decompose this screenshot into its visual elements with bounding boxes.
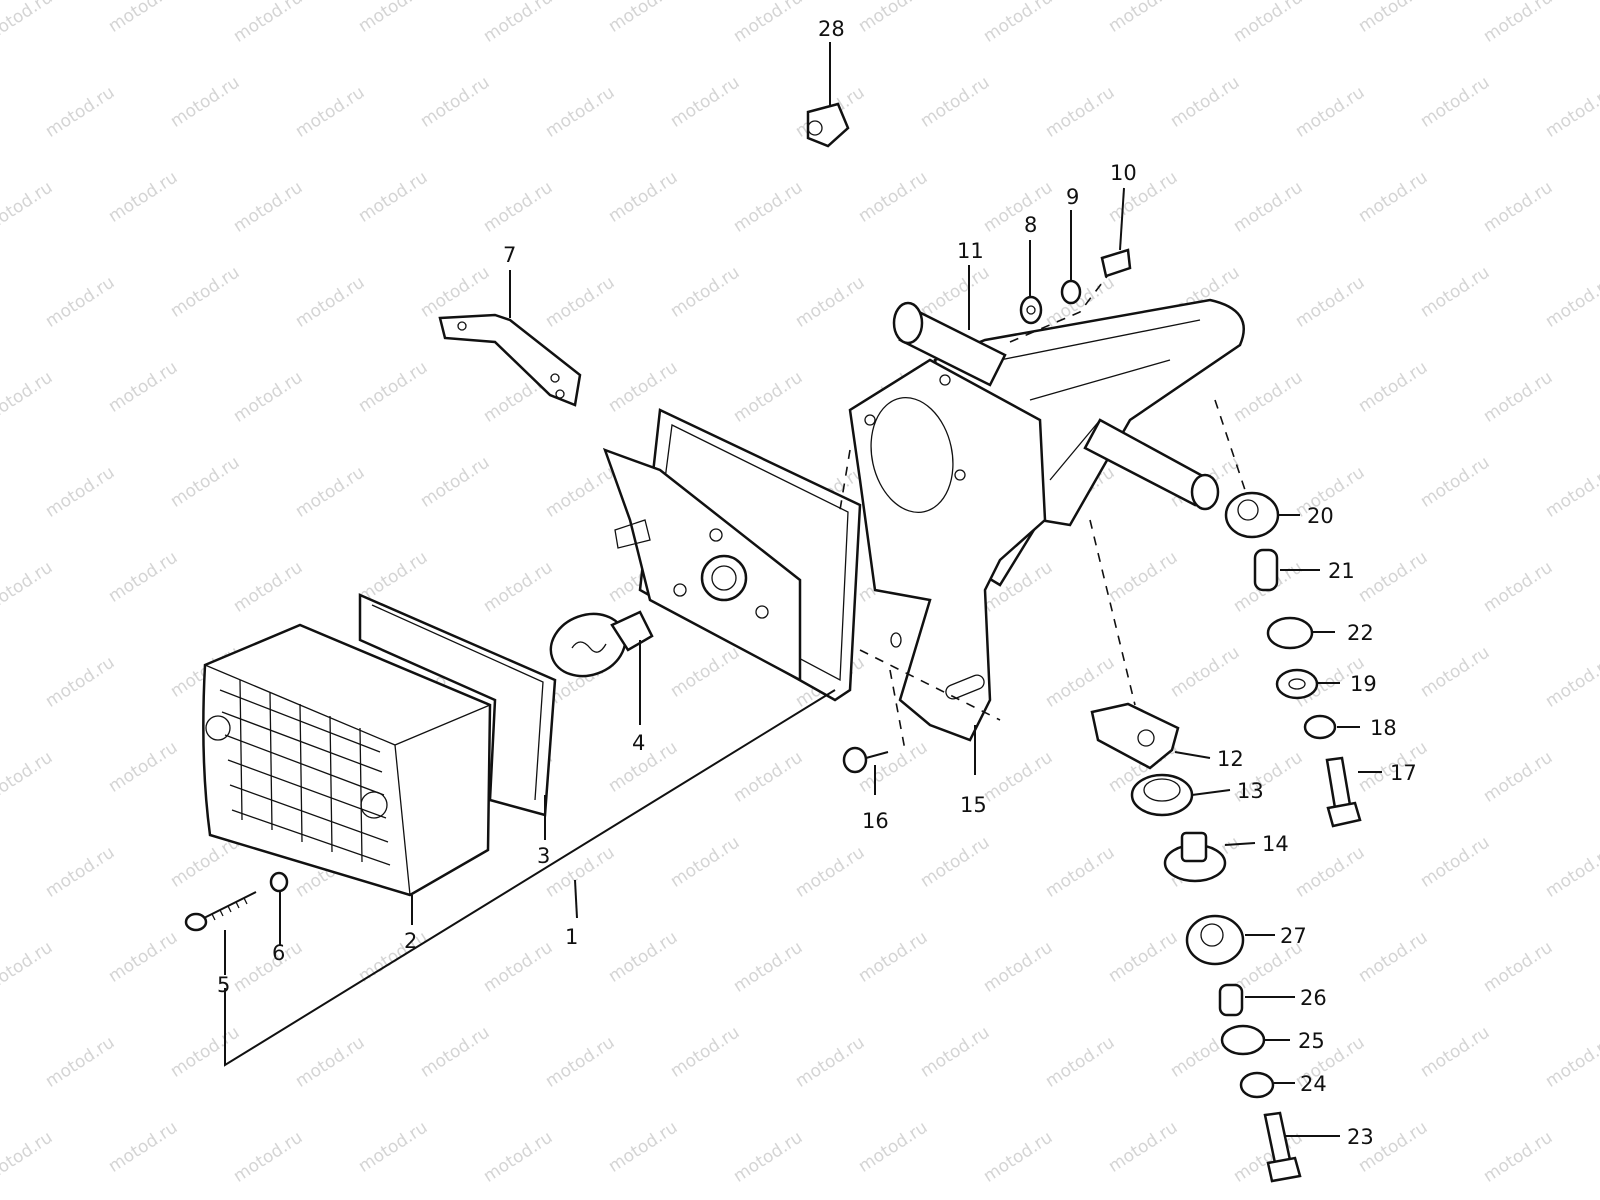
callout-9: 9	[1066, 185, 1079, 209]
washer-6	[269, 871, 289, 893]
leader-1	[574, 879, 578, 919]
cap-nut-28	[806, 102, 850, 148]
callout-6: 6	[272, 941, 285, 965]
grommet-13	[1130, 773, 1194, 817]
callout-22: 22	[1347, 621, 1374, 645]
callout-17: 17	[1390, 761, 1417, 785]
callout-labels: 28 7 8 9 10 11 4 3 2 1 6 5 16 15 20 21 2…	[217, 17, 1417, 1149]
collar-14	[1163, 831, 1227, 883]
clamp-12	[1090, 702, 1180, 770]
callout-5: 5	[217, 973, 230, 997]
callout-4: 4	[632, 731, 645, 755]
lens	[202, 623, 492, 897]
callout-16: 16	[862, 809, 889, 833]
callout-20: 20	[1307, 504, 1334, 528]
callout-3: 3	[537, 844, 550, 868]
callout-19: 19	[1350, 672, 1377, 696]
callout-14: 14	[1262, 832, 1289, 856]
collar-tube-lower	[1083, 418, 1220, 511]
lock-washer-18	[1303, 714, 1337, 740]
callout-7: 7	[503, 243, 516, 267]
bulb	[549, 610, 654, 678]
callout-26: 26	[1300, 986, 1327, 1010]
screw-16	[842, 746, 889, 774]
stay-bracket-7	[438, 313, 582, 407]
collar-21	[1253, 548, 1279, 592]
grommet-27	[1185, 914, 1245, 966]
washer-22	[1266, 616, 1314, 650]
bolt-23	[1263, 1111, 1302, 1183]
collar-tube-upper	[892, 301, 1007, 387]
collar-26	[1218, 983, 1244, 1017]
lamp-housing	[602, 408, 862, 702]
callout-1: 1	[565, 925, 578, 949]
washer-25	[1220, 1024, 1266, 1056]
callout-27: 27	[1280, 924, 1307, 948]
lock-washer-9	[1060, 279, 1082, 305]
callout-13: 13	[1237, 779, 1264, 803]
assembly-bracket-line	[224, 689, 836, 1067]
nut-10	[1100, 248, 1132, 278]
callout-11: 11	[957, 239, 984, 263]
lock-washer-24	[1239, 1071, 1275, 1099]
callout-12: 12	[1217, 747, 1244, 771]
callout-2: 2	[404, 929, 417, 953]
callout-21: 21	[1328, 559, 1355, 583]
callout-10: 10	[1110, 161, 1137, 185]
callout-28: 28	[818, 17, 845, 41]
callout-18: 18	[1370, 716, 1397, 740]
alignment-lines	[839, 274, 1246, 751]
callout-8: 8	[1024, 213, 1037, 237]
bolt-17	[1325, 756, 1362, 828]
leader-lines	[224, 42, 1382, 1137]
callout-15: 15	[960, 793, 987, 817]
small-grommet	[890, 632, 902, 648]
callout-24: 24	[1300, 1072, 1327, 1096]
gasket	[358, 593, 557, 817]
grommet-20	[1224, 491, 1280, 539]
callout-25: 25	[1298, 1029, 1325, 1053]
screw-5	[184, 891, 257, 932]
washer-19	[1275, 668, 1319, 700]
washer-8	[1019, 295, 1043, 325]
callout-23: 23	[1347, 1125, 1374, 1149]
